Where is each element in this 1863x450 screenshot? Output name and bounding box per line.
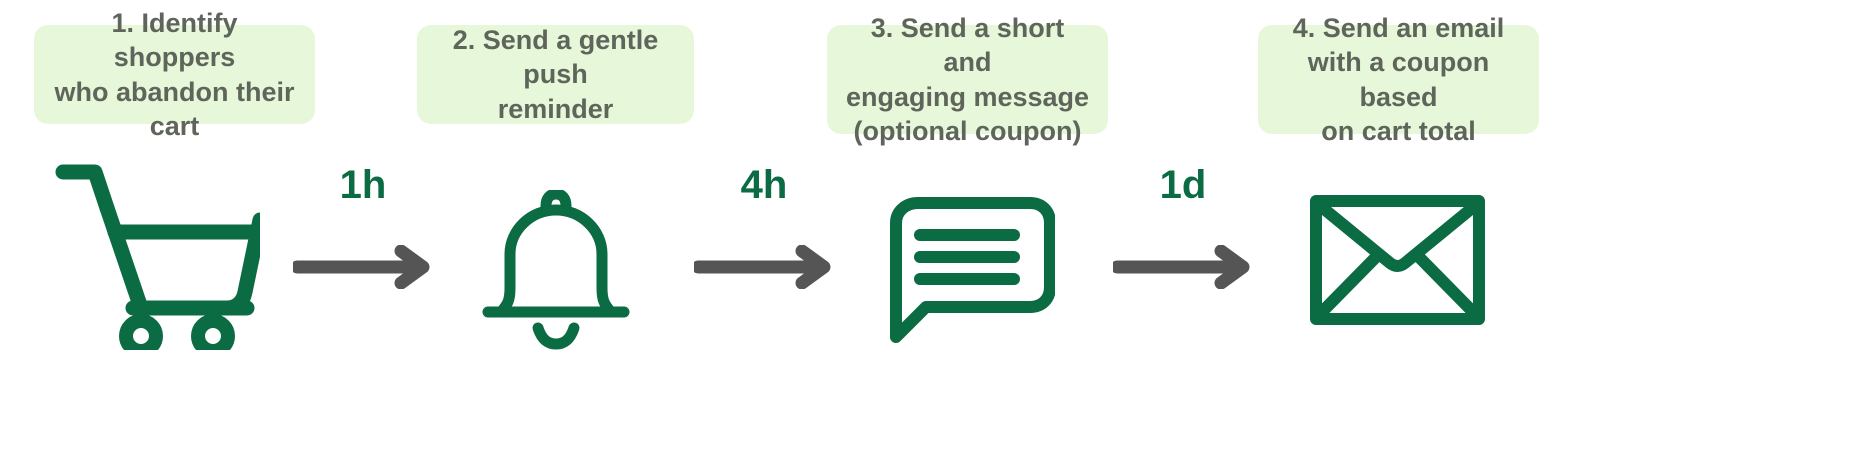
step-label-1-text: 1. Identify shoppers who abandon their c…	[54, 7, 295, 141]
arrow-right-icon-1	[290, 244, 433, 290]
step-label-2: 2. Send a gentle push reminder	[417, 25, 694, 124]
envelope-icon	[1310, 195, 1485, 325]
delay-label-3: 1d	[1159, 163, 1207, 207]
step-label-4: 4. Send an email with a coupon based on …	[1258, 13, 1539, 146]
delay-label-2: 4h	[740, 163, 788, 207]
delay-label-1: 1h	[339, 163, 387, 207]
arrow-right-icon-3	[1110, 244, 1253, 290]
bell-icon	[478, 188, 633, 350]
step-label-3: 3. Send a short and engaging message (op…	[827, 13, 1108, 146]
step-label-2-text: 2. Send a gentle push reminder	[452, 25, 659, 124]
message-bubble-icon	[890, 195, 1056, 350]
step-label-3-text: 3. Send a short and engaging message (op…	[845, 12, 1090, 146]
shopping-cart-icon	[55, 160, 268, 358]
step-label-4-text: 4. Send an email with a coupon based on …	[1292, 12, 1505, 146]
step-label-1: 1. Identify shoppers who abandon their c…	[34, 8, 315, 141]
arrow-right-icon-2	[691, 244, 834, 290]
